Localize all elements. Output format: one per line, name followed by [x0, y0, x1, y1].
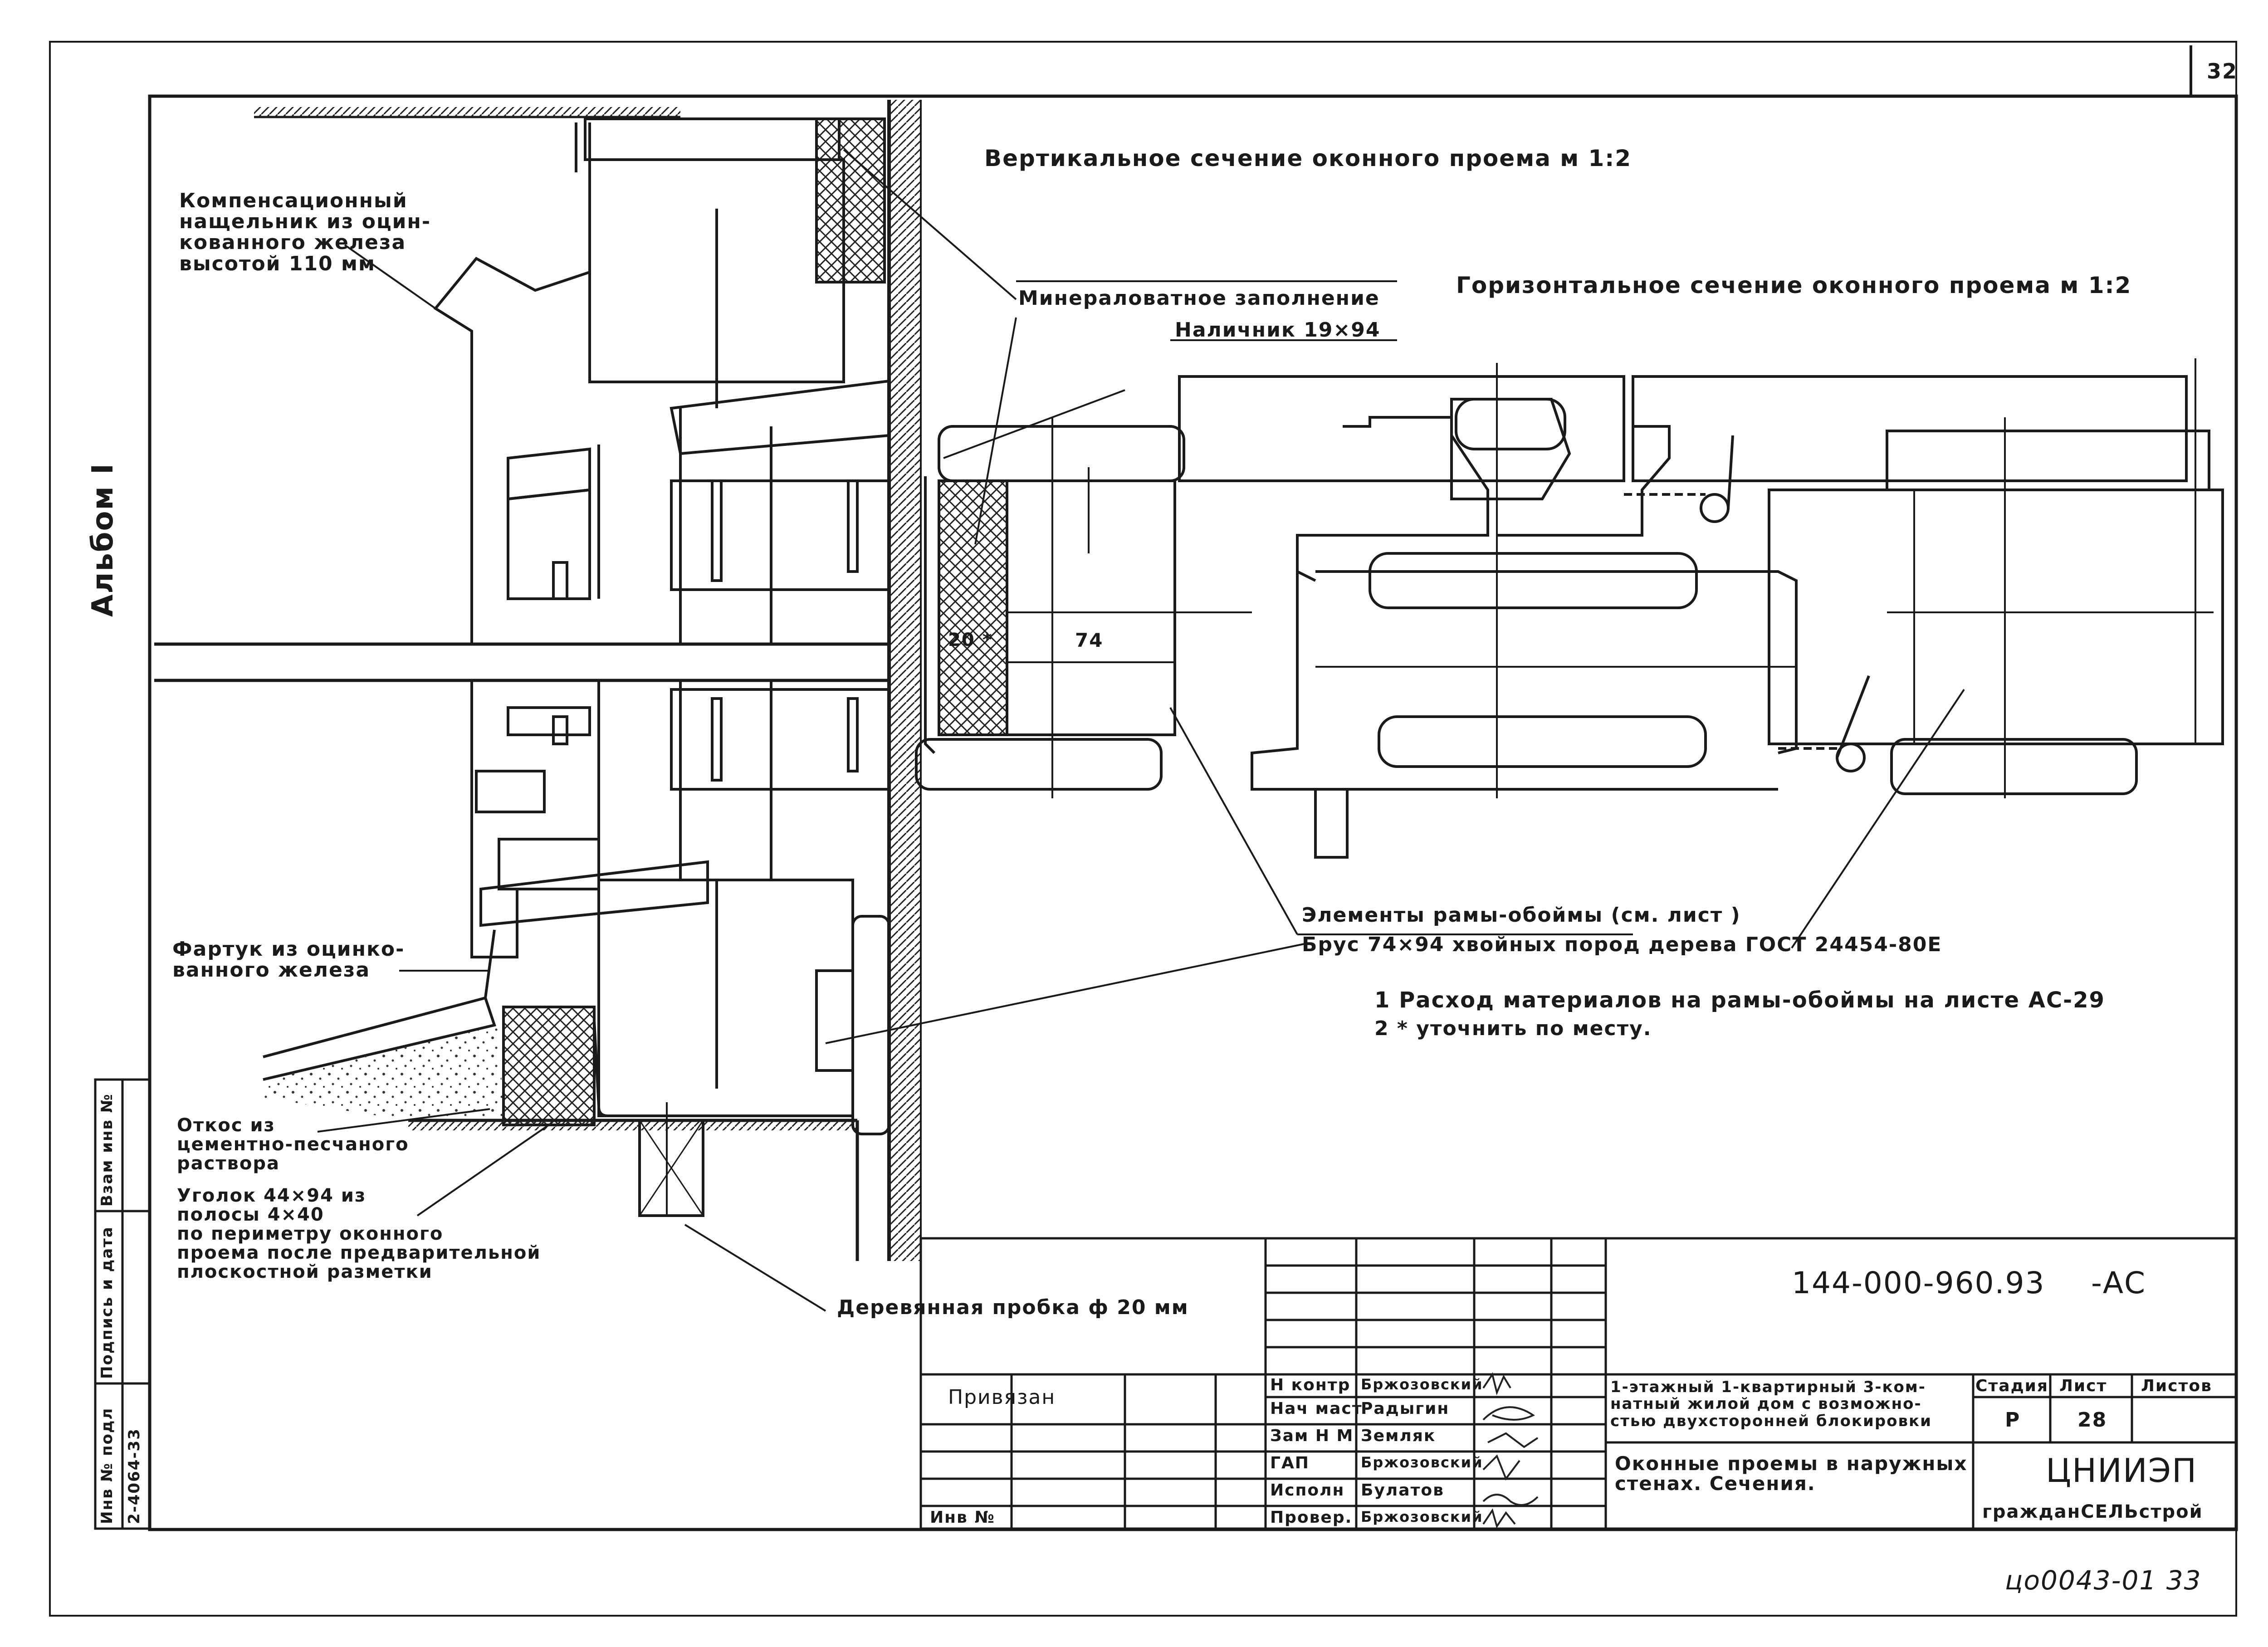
role-3: ГАП: [1270, 1454, 1310, 1472]
name-0: Бржозовский: [1361, 1376, 1483, 1393]
vertical-section: [154, 100, 922, 1261]
role-2: Зам Н М: [1270, 1427, 1354, 1445]
title-block-grid: [919, 1237, 2238, 1530]
side-stamp-replaced-inv: Взам инв №: [98, 1093, 116, 1207]
footer-code: цо0043-01 33: [2005, 1565, 2202, 1596]
side-stamp-signature-date: Подпись и дата: [98, 1226, 116, 1379]
name-4: Булатов: [1361, 1481, 1444, 1500]
label-compensation-flashing: Компенсационный нащельник из оцин- кован…: [179, 189, 431, 275]
album-label: Альбом I: [86, 463, 120, 617]
side-stamp-inv-value: 2-4064-33: [125, 1428, 143, 1524]
label-frame-elements: Элементы рамы-обоймы (см. лист ): [1302, 904, 1741, 927]
stage-header: Стадия: [1975, 1377, 2048, 1395]
name-2: Земляк: [1361, 1427, 1436, 1445]
tied-label: Привязан: [948, 1386, 1056, 1409]
signatures: [1482, 1372, 1539, 1529]
role-0: Н контр: [1270, 1376, 1351, 1394]
horizontal-section-title: Горизонтальное сечение оконного проема м…: [1456, 272, 2132, 298]
note-2: 2 * уточнить по месту.: [1374, 1017, 1652, 1040]
doc-suffix: -АС: [2091, 1266, 2146, 1300]
sheet-number: 28: [2077, 1408, 2107, 1432]
label-trim: Наличник 19×94: [1175, 318, 1381, 342]
note-1: 1 Расход материалов на рамы-обоймы на ли…: [1374, 987, 2105, 1013]
role-1: Нач маст: [1270, 1399, 1363, 1418]
label-timber: Брус 74×94 хвойных пород дерева ГОСТ 244…: [1302, 933, 1942, 956]
leader-lines: [317, 149, 1965, 1312]
name-1: Радыгин: [1361, 1399, 1450, 1418]
project-description: 1-этажный 1-квартирный 3-ком- натный жил…: [1610, 1378, 1932, 1430]
organization-name: ЦНИИЭП: [2046, 1452, 2198, 1490]
label-apron: Фартук из оцинко- ванного железа: [172, 938, 405, 982]
side-stamp: [94, 1078, 151, 1530]
label-slope: Откос из цементно-песчаного раствора: [177, 1115, 409, 1174]
role-5: Провер.: [1270, 1508, 1353, 1527]
dimension-20: 20 *: [948, 630, 993, 650]
horizontal-section: [915, 358, 2224, 859]
organization-sub: гражданСЕЛЬстрой: [1982, 1501, 2203, 1522]
label-wood-plug: Деревянная пробка ф 20 мм: [837, 1296, 1189, 1319]
sheet-corner-number: 32: [2207, 59, 2238, 83]
sheets-header: Листов: [2141, 1377, 2212, 1395]
sheet-title: Оконные проемы в наружных стенах. Сечени…: [1615, 1452, 1968, 1495]
name-3: Бржозовский: [1361, 1454, 1483, 1471]
label-mineral-fill: Минераловатное заполнение: [1018, 287, 1380, 310]
name-5: Бржозовский: [1361, 1508, 1483, 1525]
dimension-74: 74: [1075, 629, 1104, 651]
side-stamp-inv-orig: Инв № подл: [98, 1407, 116, 1524]
label-angle: Уголок 44×94 из полосы 4×40 по периметру…: [177, 1185, 541, 1282]
stage-value: Р: [2005, 1408, 2021, 1432]
role-4: Исполн: [1270, 1481, 1345, 1500]
doc-code: 144-000-960.93: [1792, 1266, 2045, 1300]
vertical-section-title: Вертикальное сечение оконного проема м 1…: [984, 145, 1632, 171]
inv-label: Инв №: [930, 1508, 995, 1527]
sheet-header: Лист: [2059, 1377, 2107, 1395]
